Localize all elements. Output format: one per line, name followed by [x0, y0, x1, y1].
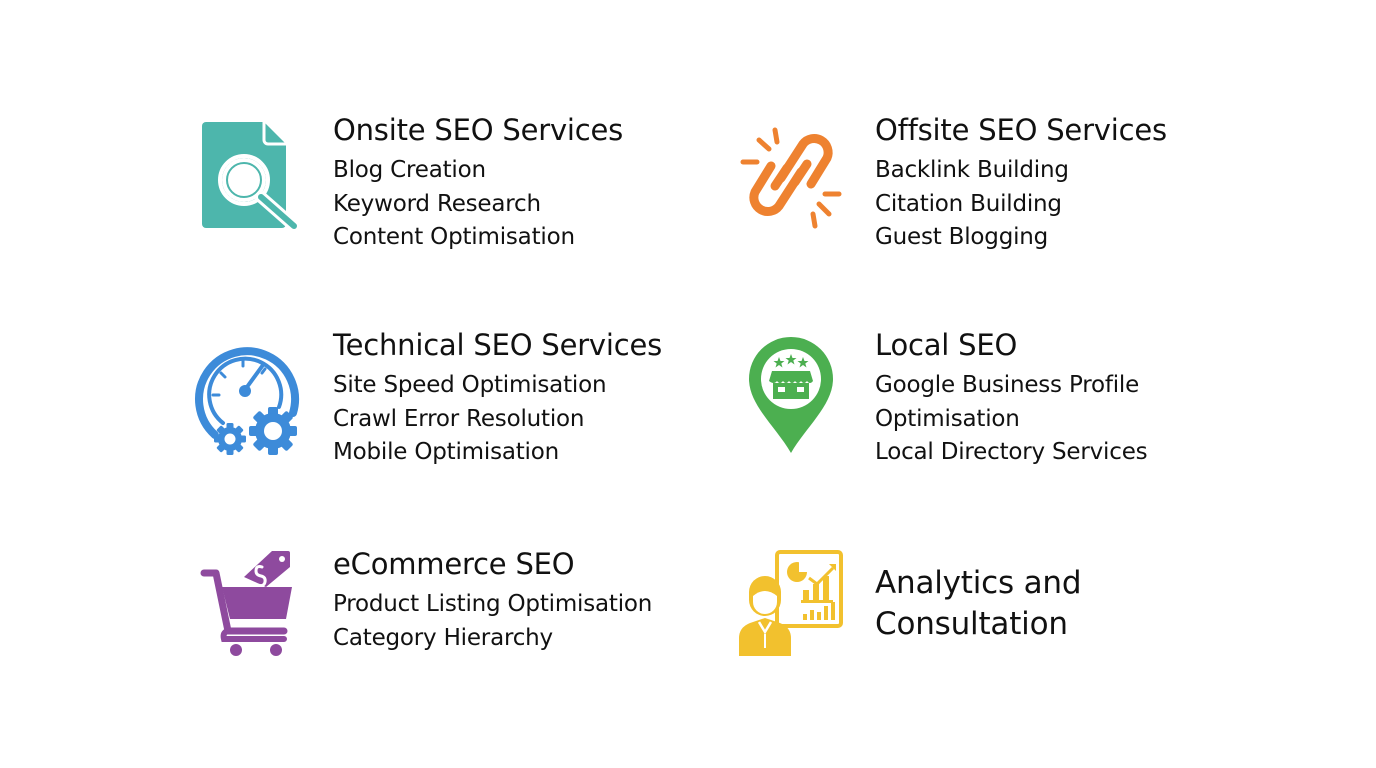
service-title: Offsite SEO Services — [875, 113, 1167, 147]
speedometer-gears-icon — [195, 347, 299, 455]
service-item: Guest Blogging — [875, 224, 1049, 250]
service-item: Keyword Research — [333, 190, 541, 217]
service-item: Mobile Optimisation — [333, 439, 559, 465]
shopping-cart-tag-icon — [200, 551, 292, 656]
service-title: Onsite SEO Services — [333, 113, 624, 147]
service-item: Backlink Building — [875, 157, 1069, 183]
service-item: Product Listing Optimisation — [333, 591, 653, 617]
service-title-line: Analytics and — [875, 565, 1082, 601]
service-item: Site Speed Optimisation — [333, 372, 607, 398]
service-title-line: Consultation — [875, 606, 1068, 642]
map-pin-store-icon — [749, 337, 833, 453]
service-title: Local SEO — [875, 328, 1018, 362]
service-item: Content Optimisation — [333, 224, 575, 250]
service-item: Crawl Error Resolution — [333, 405, 585, 432]
service-title: Technical SEO Services — [333, 328, 663, 362]
service-item: Blog Creation — [333, 157, 486, 183]
service-item: Google Business Profile — [875, 372, 1140, 398]
service-title: eCommerce SEO — [333, 547, 575, 581]
service-item: Category Hierarchy — [333, 624, 553, 651]
service-item: Optimisation — [875, 405, 1020, 432]
service-item: Citation Building — [875, 190, 1062, 217]
analyst-chart-icon — [739, 550, 843, 656]
broken-link-icon — [740, 127, 842, 229]
document-search-icon — [202, 122, 300, 232]
service-item: Local Directory Services — [875, 439, 1148, 465]
